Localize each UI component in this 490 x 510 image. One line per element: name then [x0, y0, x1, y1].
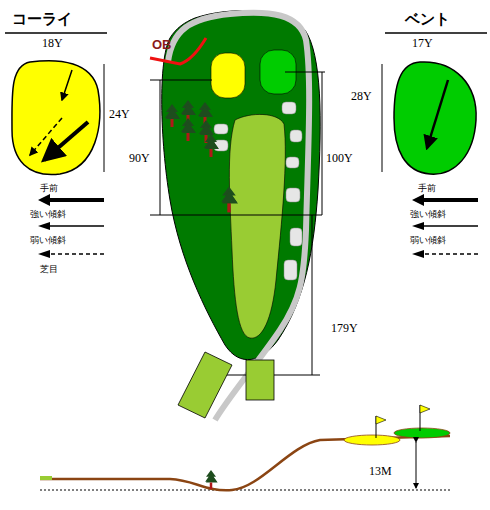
dimension-line — [104, 64, 105, 172]
green-depth: 18Y — [42, 37, 63, 50]
distance-lines — [150, 72, 325, 375]
cart-path — [168, 13, 309, 420]
dimension-line — [382, 64, 383, 172]
legend-text: 弱い傾斜 — [30, 236, 66, 246]
distance: 90Y — [128, 152, 151, 165]
distance: 100Y — [325, 152, 354, 165]
flag — [376, 416, 386, 424]
korai-green-map — [211, 53, 245, 98]
green-width: 28Y — [350, 90, 373, 103]
back-tee — [178, 352, 232, 418]
legend-text: 弱い傾斜 — [410, 236, 446, 246]
legend-text: 強い傾斜 — [410, 210, 446, 220]
ob-line — [150, 38, 206, 64]
flag — [420, 405, 430, 413]
legend-sample-arrow — [36, 219, 108, 233]
bent-green — [394, 62, 476, 174]
underline — [385, 32, 487, 34]
legend-text: 手前 — [40, 184, 58, 194]
legend-sample-arrow — [410, 193, 482, 207]
elevation-profile — [40, 436, 450, 490]
underline — [5, 32, 107, 34]
grass-heading: コーライ — [12, 11, 72, 28]
trees — [165, 100, 238, 212]
ob-label: OB — [152, 38, 172, 52]
legend-text: 芝目 — [40, 265, 58, 275]
korai-green — [12, 61, 100, 175]
bunkers — [214, 102, 302, 280]
front-tee — [246, 360, 274, 400]
legend-sample-arrow — [410, 219, 482, 233]
green-depth: 17Y — [412, 37, 433, 50]
green-width: 24Y — [108, 108, 131, 121]
legend-sample-arrow — [36, 193, 108, 207]
fairway — [229, 114, 285, 338]
distance: 179Y — [330, 322, 359, 335]
bent-profile — [394, 428, 450, 438]
legend-sample-arrow — [410, 247, 482, 261]
tee-profile — [40, 476, 52, 480]
height-arrow — [416, 442, 417, 488]
grain-arrow — [62, 70, 72, 100]
slope-arrow — [427, 80, 448, 148]
korai-profile — [344, 435, 400, 445]
legend-text: 手前 — [418, 184, 436, 194]
grass-heading: ベント — [405, 11, 450, 28]
legend-text: 強い傾斜 — [30, 210, 66, 220]
baseline — [40, 490, 452, 491]
strong-slope-arrow — [44, 122, 88, 160]
legend-sample-arrow — [36, 247, 108, 261]
elevation: 13M — [368, 465, 393, 478]
